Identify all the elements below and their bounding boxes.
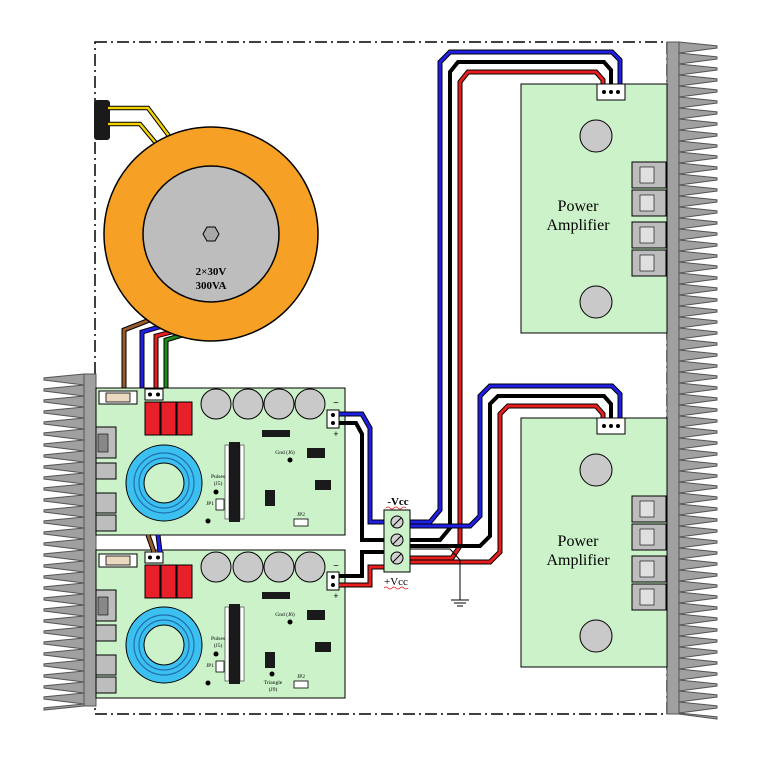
power-transistors	[95, 426, 117, 532]
power-amplifier-1: Power Amplifier	[520, 83, 668, 334]
terminal-block	[383, 509, 411, 573]
amp-title-line2: Amplifier	[546, 552, 610, 569]
input-connector	[144, 388, 164, 401]
pos-vcc-label: +Vcc	[384, 576, 408, 588]
jp1-label: JP1	[206, 501, 214, 507]
jp2-label: JP2	[297, 674, 305, 680]
filter-capacitors	[200, 551, 326, 583]
mounting-hole	[579, 453, 613, 487]
relays	[144, 401, 193, 436]
gnd-label: Gnd (J6)	[275, 611, 295, 618]
heatsink-left	[43, 373, 97, 711]
pulses-label: Pulses	[211, 474, 225, 480]
output-connector	[326, 571, 340, 591]
ic-chips	[262, 592, 331, 668]
amp-title-line1: Power	[558, 533, 600, 550]
output-transistors	[631, 495, 667, 611]
mounting-hole	[579, 285, 613, 319]
relays	[144, 564, 193, 599]
fuse-holder	[98, 553, 138, 568]
jp1-label: JP1	[206, 663, 214, 669]
gnd-label: Gnd (J6)	[275, 449, 295, 456]
jp1-jumper	[215, 498, 225, 511]
mains-inlet	[94, 100, 110, 140]
jp2-jumper	[293, 680, 309, 689]
supply-board-1: − + Gnd (J6) Pulses (J	[95, 387, 346, 536]
input-connector	[144, 551, 164, 564]
controller-chip	[224, 604, 245, 684]
triangle-label: Triangle	[264, 680, 283, 686]
ground-symbol	[451, 599, 469, 607]
gnd-test-point	[287, 457, 293, 463]
output-minus-sign: −	[333, 561, 339, 572]
jp2-label: JP2	[297, 512, 305, 518]
pulses-test-point	[213, 489, 219, 495]
output-plus-sign: +	[333, 591, 338, 601]
output-transistors	[631, 161, 667, 277]
output-plus-sign: +	[333, 429, 338, 439]
transformer-power-label: 300VA	[196, 280, 227, 292]
filter-capacitors	[200, 388, 326, 420]
pulses-label: Pulses	[211, 636, 225, 642]
power-amplifier-2: Power Amplifier	[520, 417, 668, 668]
gnd-test-point	[287, 619, 293, 625]
triangle-ref: (J9)	[269, 686, 278, 693]
jp2-jumper	[293, 518, 309, 527]
mounting-hole	[579, 619, 613, 653]
toroidal-inductor	[125, 444, 203, 522]
mounting-hole	[579, 119, 613, 153]
ic-chips	[262, 430, 331, 506]
supply-board-2: − + Gnd (J6) Pulses (J	[95, 549, 346, 699]
amp-title-line2: Amplifier	[546, 217, 610, 234]
controller-chip	[224, 442, 245, 522]
power-transistors	[95, 589, 117, 694]
pulses-ref: (J5)	[214, 480, 223, 487]
board2-wire-black	[339, 550, 388, 578]
pulses-ref: (J5)	[214, 642, 223, 649]
toroidal-inductor	[125, 606, 203, 684]
ground-wire	[406, 548, 461, 600]
triangle-test-point	[269, 671, 275, 677]
amp-title-line1: Power	[558, 198, 600, 215]
output-minus-sign: −	[333, 398, 339, 409]
toroidal-transformer: 2×30V 300VA	[103, 126, 319, 342]
amp1-wire-black	[406, 60, 613, 542]
jp1-jumper	[215, 660, 225, 673]
neg-vcc-label: -Vcc	[387, 496, 408, 508]
output-connector	[326, 409, 340, 429]
transformer-voltage-label: 2×30V	[196, 266, 227, 278]
heatsink-right	[666, 41, 718, 720]
board1-wire-black	[339, 421, 388, 542]
amp2-wire-black	[406, 394, 613, 548]
fuse-holder	[98, 390, 138, 405]
pulses-test-point	[213, 651, 219, 657]
